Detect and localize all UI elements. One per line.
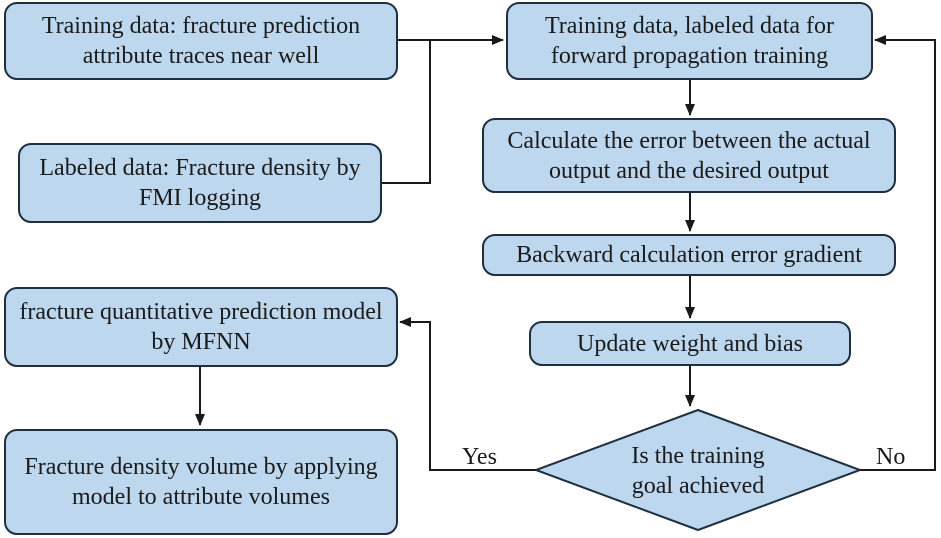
node-calculate-error: Calculate the error between the actual o…	[482, 118, 896, 193]
node-forward-training: Training data, labeled data for forward …	[506, 2, 873, 80]
decision-diamond	[533, 408, 863, 532]
node-backward-gradient: Backward calculation error gradient	[482, 234, 896, 276]
edge-no-loop	[860, 35, 936, 471]
node-labeled-data-fmi: Labeled data: Fracture density by FMI lo…	[18, 143, 382, 223]
node-mfnn-model: fracture quantitative prediction model b…	[4, 287, 398, 367]
node-training-data-traces: Training data: fracture prediction attri…	[4, 2, 398, 80]
edge-yes-to-model	[399, 317, 536, 471]
node-update-weight: Update weight and bias	[529, 321, 851, 366]
edge-labeled-to-forward	[382, 40, 431, 184]
label-yes: Yes	[462, 444, 497, 470]
node-goal-decision: Is the training goal achieved	[631, 443, 765, 499]
label-no: No	[876, 444, 906, 470]
node-fracture-volume: Fracture density volume by applying mode…	[4, 429, 398, 535]
